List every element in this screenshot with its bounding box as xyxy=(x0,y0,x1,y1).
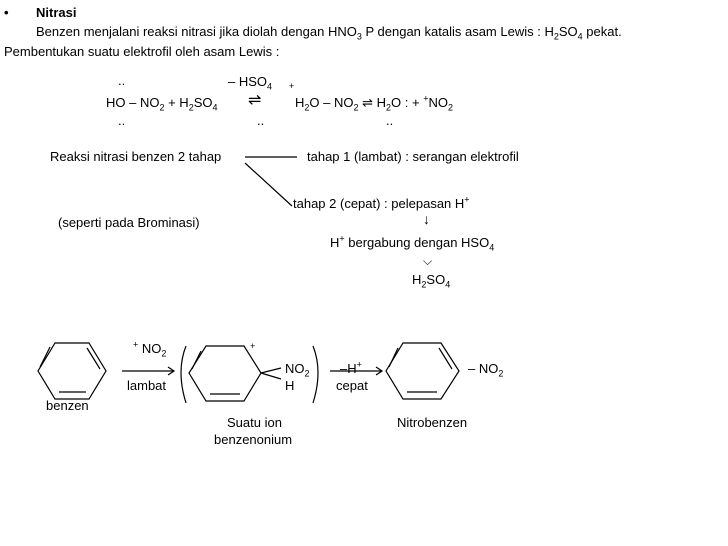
bracket-right xyxy=(312,345,319,404)
benzene-label: benzen xyxy=(46,398,89,413)
nitro-group: – NO2 xyxy=(468,361,504,379)
equilibrium-arrow: ⇌ xyxy=(248,92,262,109)
intro-line-2: Pembentukan suatu elektrofil oleh asam L… xyxy=(4,44,280,59)
products: H2O – NO2 ⇌ H2O : + +NO2 xyxy=(295,93,453,113)
ion-charge: + xyxy=(250,341,256,351)
step-1: tahap 1 (lambat) : serangan elektrofil xyxy=(307,149,519,164)
arrow-1-label: lambat xyxy=(127,378,167,393)
step-2: tahap 2 (cepat) : pelepasan H+ xyxy=(293,194,470,211)
arrow-2-head xyxy=(375,366,384,376)
cation-charge: + xyxy=(289,81,295,91)
lone-pair-dots: .. xyxy=(386,113,394,128)
slide-title: Nitrasi xyxy=(36,5,77,20)
proton-combine: H+ bergabung dengan HSO4 xyxy=(330,233,495,253)
reactants: HO – NO2 + H2SO4 xyxy=(106,95,218,113)
substituent-h: H xyxy=(285,378,295,393)
bullet: • xyxy=(4,5,9,20)
lone-pair-dots: .. xyxy=(118,73,126,88)
down-arrow: ⌵ xyxy=(423,254,433,268)
lone-pair-dots: .. xyxy=(118,113,126,128)
proton-loss: –H+ xyxy=(340,359,362,376)
nitrobenzene-ring xyxy=(385,342,460,400)
product-label: Nitrobenzen xyxy=(397,415,468,430)
mechanism-heading: Reaksi nitrasi benzen 2 tahap xyxy=(50,149,222,164)
substituent-no2: NO2 xyxy=(285,361,310,379)
lone-pair-dots: .. xyxy=(257,113,265,128)
ion-label-line-2: benzenonium xyxy=(214,432,293,447)
benzene-ring xyxy=(37,342,107,400)
bracket-left xyxy=(180,345,187,404)
bromination-note: (seperti pada Brominasi) xyxy=(58,215,200,230)
down-arrow: ↓ xyxy=(423,211,430,227)
intro-line-1: Benzen menjalani reaksi nitrasi jika dio… xyxy=(36,24,622,42)
arrow-2-label: cepat xyxy=(336,378,368,393)
hso4-leaving: – HSO4 xyxy=(228,74,273,92)
branch-line-2 xyxy=(244,162,293,207)
ion-label-line-1: Suatu ion xyxy=(227,415,282,430)
benzenonium-ring xyxy=(188,345,282,402)
nitronium-reagent: + NO2 xyxy=(133,339,167,359)
sulfuric-acid: H2SO4 xyxy=(412,272,451,290)
arrow-1-head xyxy=(167,366,176,376)
